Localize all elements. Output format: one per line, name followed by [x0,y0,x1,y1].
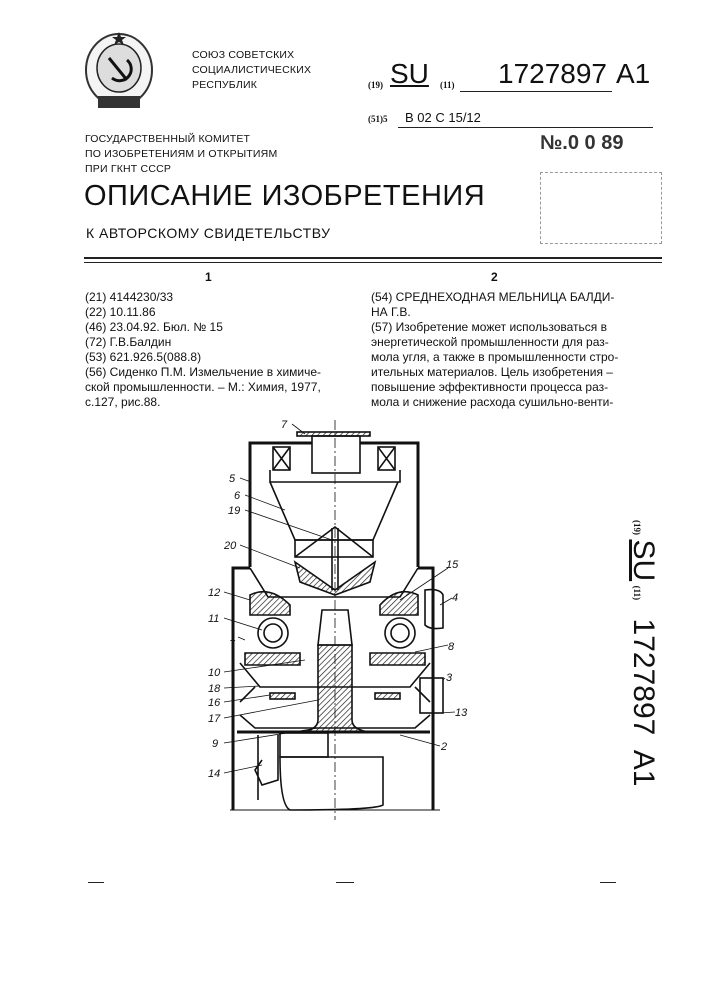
part-label-1: 1 [230,632,236,644]
side-kind: A1 [627,750,660,787]
part-label-15: 15 [446,559,459,571]
part-label-4: 4 [452,592,458,604]
part-label-9: 9 [212,738,218,750]
part-label-18: 18 [208,683,221,695]
side-patent-number: (19) SU (11) 1727897 A1 [626,520,660,780]
footer-dash [336,882,354,883]
part-label-7: 7 [281,419,288,431]
part-label-6: 6 [234,490,241,502]
side-number: 1727897 [627,619,660,736]
part-label-19: 19 [228,505,240,517]
part-label-10: 10 [208,667,221,679]
part-label-16: 16 [208,697,221,709]
footer-dash [88,882,104,883]
part-label-2: 2 [440,741,447,753]
side-code-19: (19) [632,520,642,535]
part-label-11: 11 [208,613,219,625]
side-code-11: (11) [632,586,642,601]
part-label-8: 8 [448,641,455,653]
part-label-20: 20 [223,540,237,552]
footer-dash [600,882,616,883]
part-label-12: 12 [208,587,220,599]
part-label-14: 14 [208,768,220,780]
part-label-5: 5 [229,473,236,485]
part-label-13: 13 [455,707,468,719]
part-label-17: 17 [208,713,221,725]
part-label-3: 3 [446,672,453,684]
side-country: SU [627,539,660,581]
